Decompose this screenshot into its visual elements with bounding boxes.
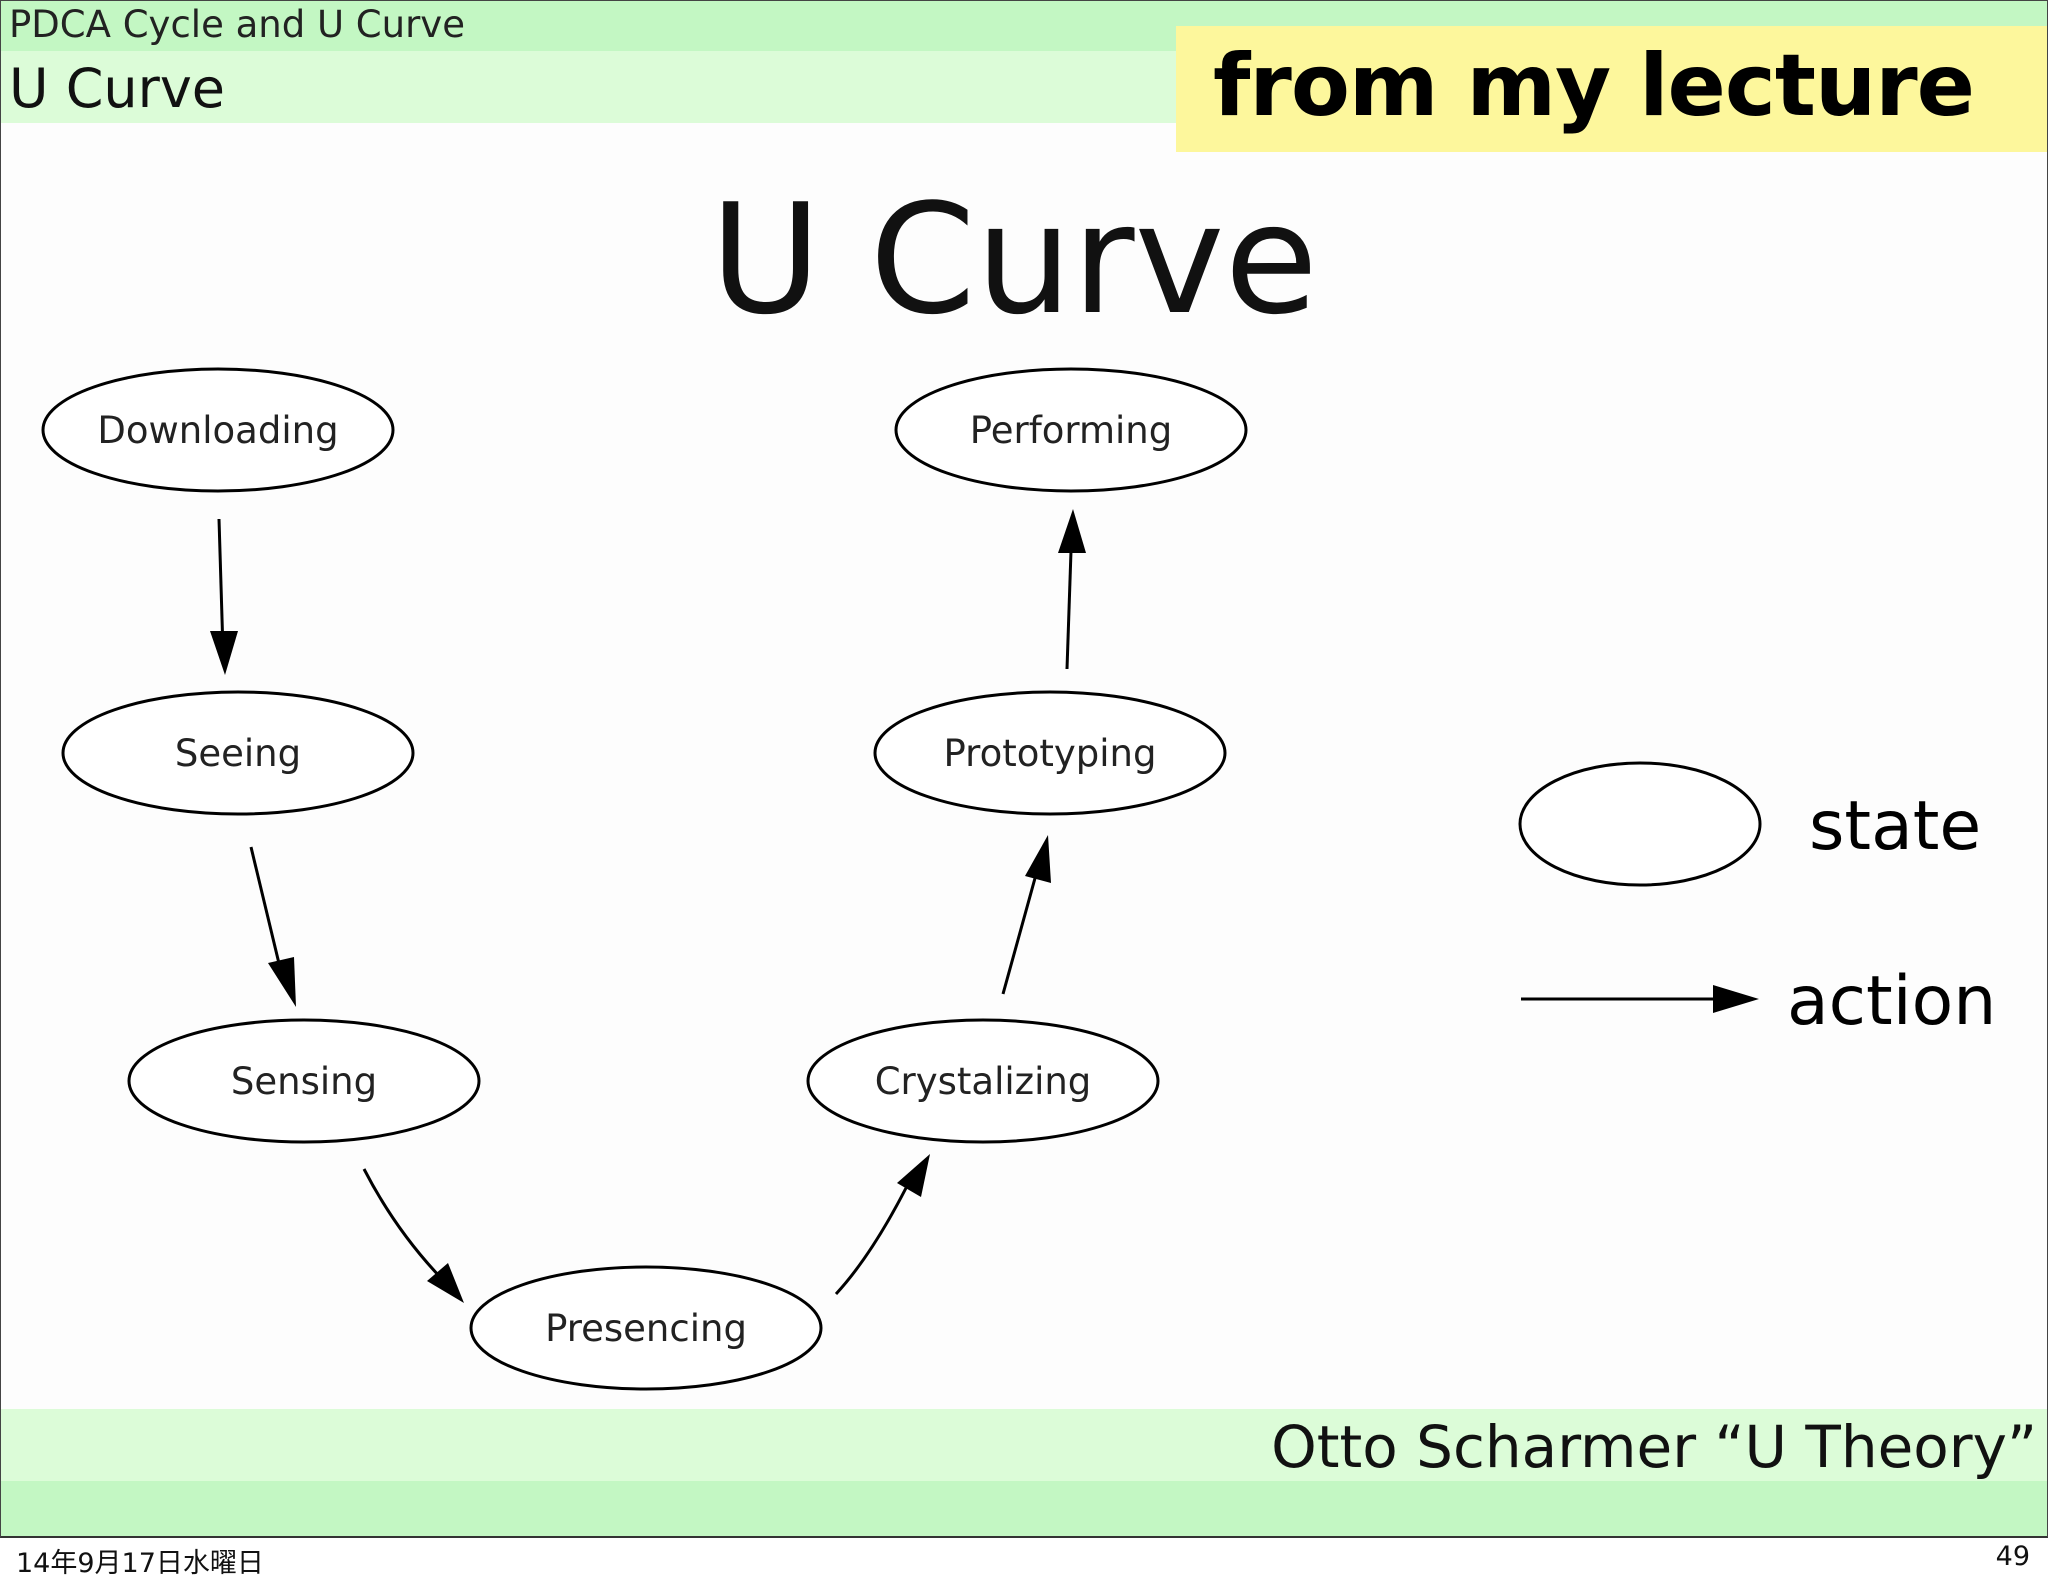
arrowhead-downloading-seeing bbox=[210, 631, 238, 675]
edges bbox=[210, 509, 1086, 1303]
section-title: PDCA Cycle and U Curve bbox=[9, 3, 465, 46]
node-presencing: Presencing bbox=[469, 1265, 823, 1391]
slide-subtitle: U Curve bbox=[9, 57, 225, 120]
node-seeing: Seeing bbox=[61, 690, 415, 816]
arrowhead-sensing-presencing bbox=[427, 1263, 464, 1303]
node-downloading: Downloading bbox=[41, 367, 395, 493]
main-title: U Curve bbox=[710, 171, 1318, 348]
edge-downloading-seeing bbox=[217, 518, 225, 652]
node-label: Prototyping bbox=[944, 732, 1157, 775]
node-performing: Performing bbox=[894, 367, 1248, 493]
edge-crystalizing-prototyping bbox=[1001, 870, 1039, 995]
node-label: Sensing bbox=[231, 1060, 377, 1103]
u-curve-diagram: Downloading Seeing Sensing Presencing Cr… bbox=[41, 367, 1996, 1391]
arrowhead-seeing-sensing bbox=[268, 957, 296, 1007]
arrowhead-presencing-crystalizing bbox=[897, 1154, 930, 1197]
lecture-banner: from my lecture bbox=[1176, 26, 2047, 152]
citation: Otto Scharmer “U Theory” bbox=[1271, 1413, 2037, 1481]
legend-state-label: state bbox=[1809, 787, 1981, 866]
slide: PDCA Cycle and U Curve U Curve from my l… bbox=[0, 0, 2048, 1538]
node-label: Crystalizing bbox=[875, 1060, 1092, 1103]
footer-band-top: Otto Scharmer “U Theory” bbox=[1, 1409, 2047, 1481]
legend-state-ellipse bbox=[1518, 761, 1762, 887]
node-crystalizing: Crystalizing bbox=[806, 1018, 1160, 1144]
edge-seeing-sensing bbox=[249, 846, 284, 977]
node-label: Performing bbox=[970, 409, 1172, 452]
node-label: Seeing bbox=[175, 732, 301, 775]
arrowhead-prototyping-performing bbox=[1058, 509, 1086, 553]
legend-action-label: action bbox=[1787, 962, 1996, 1041]
legend-action-arrowhead bbox=[1713, 985, 1759, 1013]
node-label: Presencing bbox=[545, 1307, 747, 1350]
edge-presencing-crystalizing bbox=[834, 1187, 908, 1296]
date-label: 14年9月17日水曜日 bbox=[16, 1548, 264, 1579]
node-label: Downloading bbox=[97, 409, 338, 452]
lecture-banner-text: from my lecture bbox=[1213, 36, 1975, 136]
legend: state action bbox=[1518, 761, 1996, 1041]
page-number: 49 bbox=[1995, 1541, 2030, 1572]
arrowhead-crystalizing-prototyping bbox=[1025, 835, 1051, 883]
node-prototyping: Prototyping bbox=[873, 690, 1227, 816]
footer-band-bottom bbox=[1, 1481, 2047, 1536]
node-sensing: Sensing bbox=[127, 1018, 481, 1144]
edge-sensing-presencing bbox=[362, 1168, 444, 1281]
edge-prototyping-performing bbox=[1065, 550, 1073, 670]
